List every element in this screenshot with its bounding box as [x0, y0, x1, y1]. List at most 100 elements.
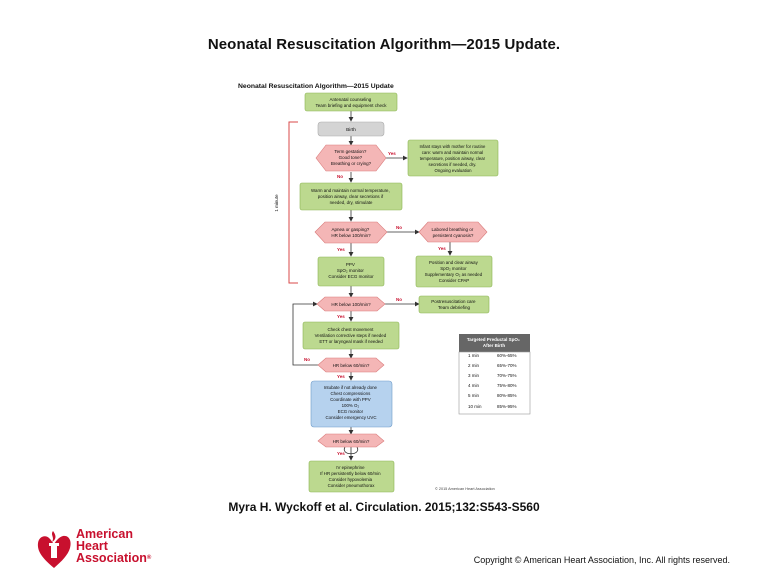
node-position-airway [415, 255, 493, 288]
edge-label-yes: Yes [388, 151, 396, 156]
node-stays-mother-line: temperature, position airway, clear [420, 156, 486, 161]
node-warm-line: Warm and maintain normal temperature, [311, 188, 390, 193]
spo2-row-time: 2 min [468, 363, 480, 368]
node-postresus-line: Team debriefing [438, 305, 471, 310]
node-intubate-line: 100% O₂ [342, 403, 360, 408]
node-warm [299, 182, 403, 211]
svg-text:PPV SpO₂ monitor Consi: PPV SpO₂ monitor Consider ECG monitor [328, 262, 374, 279]
edge-label-yes: Yes [337, 451, 345, 456]
spo2-row-time: 10 min [468, 404, 482, 409]
node-intubate-line: Consider emergency UVC [325, 415, 376, 420]
logo-line-1: American [76, 527, 133, 541]
decision-labored-line: persistent cyanosis? [433, 233, 474, 238]
node-stays-mother-line: Ongoing evaluation [434, 168, 472, 173]
node-position-airway-line: Position and clear airway [429, 260, 479, 265]
node-position-airway-line: Supplementary O₂ as needed [425, 272, 483, 277]
node-check-chest-line: Ventilation corrective steps if needed [315, 333, 387, 338]
decision-term-line: Good tone? [339, 155, 363, 160]
spo2-row-time: 1 min [468, 353, 480, 358]
svg-text:Position and clear airway: Position and clear airway SpO₂ monitor S… [425, 260, 484, 283]
diagram-footer: © 2015 American Heart Association [435, 487, 495, 491]
node-stays-mother-line: care: warm and maintain normal [422, 150, 483, 155]
svg-text:Antenatal counseling Team: Antenatal counseling Team briefing and e… [315, 97, 387, 108]
edge-label-no: No [396, 225, 402, 230]
slide-title: Neonatal Resuscitation Algorithm—2015 Up… [207, 36, 561, 53]
node-stays-mother [407, 139, 499, 177]
decision-labored [418, 221, 488, 243]
svg-text:Infant stays with mother for r: Infant stays with mother for routine car… [419, 144, 486, 173]
decision-term-line: Breathing or crying? [331, 161, 372, 166]
svg-text:Labored breathing or persi: Labored breathing or persistent cyanosis… [431, 227, 474, 238]
logo-reg-mark: ® [146, 555, 152, 561]
node-intubate-line: ECG monitor [338, 409, 364, 414]
logo-line-3-wrap: Association® [76, 551, 152, 565]
decision-hr100 [316, 296, 386, 312]
node-iv-epi-line: Consider pneumothorax [328, 483, 376, 488]
decision-apnea [314, 221, 388, 244]
edge-label-no: No [337, 174, 343, 179]
node-postresus [418, 295, 490, 314]
spo2-table: Targeted Preductal SpO₂ After Birth 1 mi… [458, 334, 531, 415]
diagram-title: Neonatal Resuscitation Algorithm—2015 Up… [238, 83, 394, 90]
spo2-row-time: 5 min [468, 393, 480, 398]
spo2-table-body [458, 351, 531, 415]
node-ppv-line: PPV [346, 262, 355, 267]
connectors [292, 111, 453, 461]
spo2-table-header-line: Targeted Preductal SpO₂ [467, 337, 520, 342]
decision-term [315, 144, 387, 172]
logo-line-3: Association [76, 551, 147, 565]
spo2-table-header [459, 334, 530, 352]
spo2-row-value: 85%-95% [497, 404, 517, 409]
decision-hr100-label: HR below 100/min? [331, 302, 371, 307]
edge-label-yes: Yes [438, 246, 446, 251]
spo2-table-header-line: After Birth [483, 343, 506, 348]
node-antenatal [304, 92, 398, 112]
svg-text:Postresuscitation care Tea: Postresuscitation care Team debriefing [431, 299, 477, 310]
node-ppv-line: Consider ECG monitor [328, 274, 374, 279]
edge-label-no: No [304, 357, 310, 362]
node-iv-epi-line: Consider hypovolemia [329, 477, 373, 482]
node-birth [317, 121, 385, 137]
decision-apnea-line: Apnea or gasping? [331, 227, 369, 232]
node-birth-label: Birth [346, 127, 356, 133]
node-warm-line: needed, dry, stimulate [330, 200, 373, 205]
decision-term-line: Term gestation? [334, 149, 367, 154]
node-stays-mother-line: secretions if needed, dry. [429, 162, 477, 167]
spo2-row-value: 60%-65% [497, 353, 517, 358]
spo2-row-value: 80%-85% [497, 393, 517, 398]
spo2-row-value: 75%-80% [497, 383, 517, 388]
copyright: Copyright © American Heart Association, … [473, 555, 730, 565]
node-antenatal-line: Antenatal counseling [329, 97, 371, 102]
node-intubate [310, 380, 393, 428]
node-iv-epi [308, 460, 395, 493]
edge-label-no: No [396, 297, 402, 302]
spo2-row-value: 65%-70% [497, 363, 517, 368]
svg-text:Intubate if not already done: Intubate if not already done Chest compr… [324, 385, 378, 420]
node-stays-mother-line: Infant stays with mother for routine [419, 144, 486, 149]
node-check-chest [302, 321, 400, 350]
svg-text:Term gestation? Good tone?: Term gestation? Good tone? Breathing or … [331, 149, 372, 166]
svg-text:1 min 60%-65% 2 mi: 1 min 60%-65% 2 min 65%-70% 3 min 70%-75… [468, 353, 518, 409]
node-iv-epi-line: If HR persistently below 60/min [320, 471, 381, 476]
node-ppv [317, 256, 385, 287]
node-intubate-line: Chest compressions [330, 391, 371, 396]
spo2-row-time: 3 min [468, 373, 480, 378]
one-minute-bracket [288, 121, 298, 284]
edge-label-yes: Yes [337, 374, 345, 379]
node-check-chest-line: ETT or laryngeal mask if needed [319, 339, 383, 344]
decision-hr60 [317, 357, 385, 373]
spo2-row-time: 4 min [468, 383, 480, 388]
decision-labored-line: Labored breathing or [431, 227, 473, 232]
decision-hr60-second-label: HR below 60/min? [333, 439, 370, 444]
node-iv-epi-line: IV epinephrine [336, 465, 365, 470]
citation: Myra H. Wyckoff et al. Circulation. 2015… [228, 500, 540, 514]
node-ppv-line: SpO₂ monitor [337, 268, 365, 273]
node-intubate-line: Intubate if not already done [324, 385, 378, 390]
node-check-chest-line: Check chest movement [327, 327, 374, 332]
spo2-row-value: 70%-75% [497, 373, 517, 378]
svg-text:Warm and maintain normal tempe: Warm and maintain normal temperature, po… [311, 188, 391, 205]
svg-text:Check chest movement Venti: Check chest movement Ventilation correct… [315, 327, 388, 344]
edge-label-yes: Yes [337, 247, 345, 252]
node-warm-line: position airway, clear secretions if [318, 194, 384, 199]
node-antenatal-line: Team briefing and equipment check [315, 103, 387, 108]
